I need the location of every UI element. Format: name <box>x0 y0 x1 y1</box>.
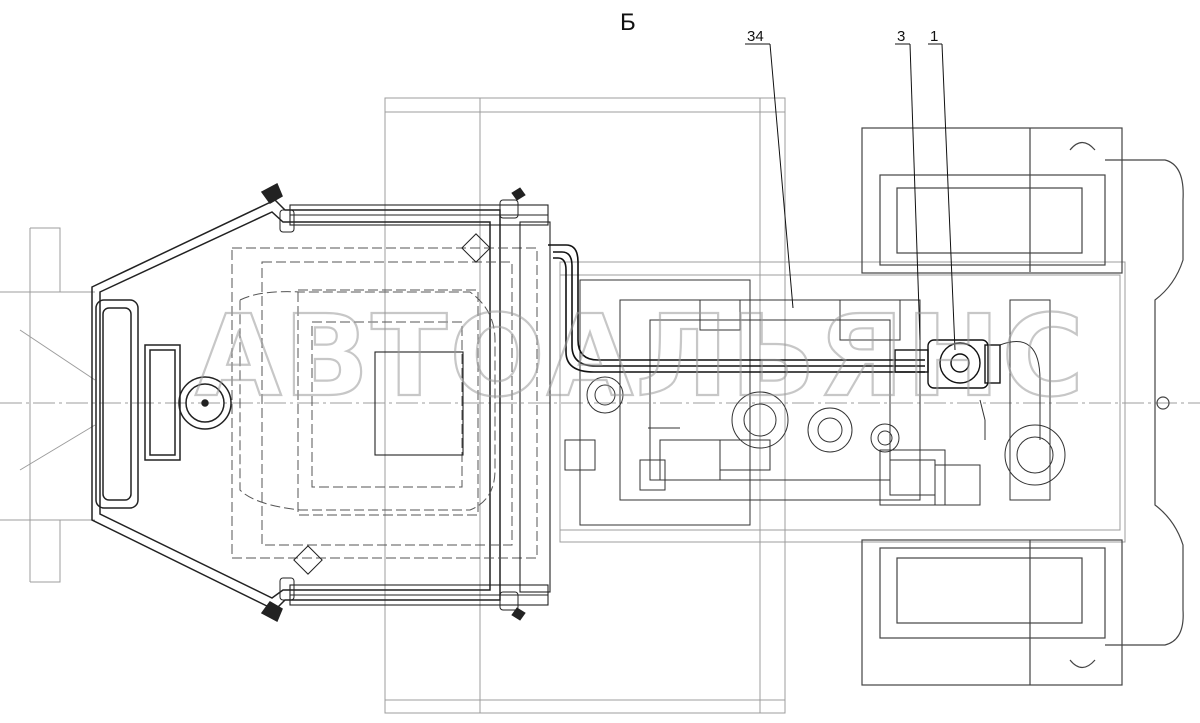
roof-panel <box>231 247 538 559</box>
roof-solid <box>289 204 551 606</box>
frame-right <box>861 127 1184 686</box>
callout-34: 34 <box>747 28 764 45</box>
cab-hardware <box>279 187 526 621</box>
engine-assembly <box>564 279 1066 526</box>
wiring-harness <box>548 244 925 373</box>
callout-3: 3 <box>897 28 905 45</box>
background-outline <box>0 97 1200 714</box>
view-label: Б <box>620 9 636 36</box>
callout-1: 1 <box>930 28 938 45</box>
watermark: АВТОАЛЬЯНС <box>195 292 1086 422</box>
callout-leaders <box>745 43 956 351</box>
